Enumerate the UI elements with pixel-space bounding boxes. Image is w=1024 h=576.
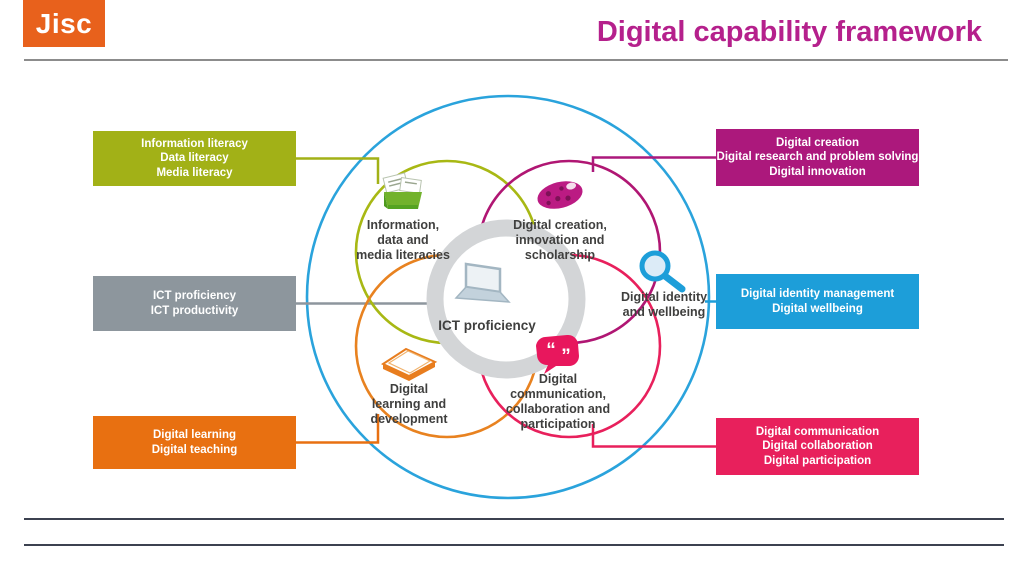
laptop-icon: [454, 262, 511, 303]
connector-creation: [591, 156, 716, 172]
capability-box-learning: Digital learning Digital teaching: [93, 416, 296, 469]
jisc-logo: Jisc: [23, 0, 105, 47]
footer-line-bottom: [24, 544, 1004, 546]
bubble-close-quote: ”: [561, 346, 571, 367]
box-line: Digital creation: [775, 136, 860, 149]
info-label-line: media literacies: [356, 248, 450, 262]
box-line: Digital communication: [755, 425, 880, 438]
page-title: Digital capability framework: [596, 16, 982, 48]
box-line: ICT productivity: [150, 304, 239, 317]
creation-label-line: innovation and: [516, 233, 605, 247]
box-line: Data literacy: [160, 152, 229, 165]
connector-literacies: [296, 157, 380, 184]
magnifying-glass-icon: [639, 250, 686, 293]
identity-label-line: and wellbeing: [623, 305, 706, 319]
connector-communication: [591, 424, 716, 448]
learning-label-line: learning and: [372, 397, 446, 411]
connector-learning: [296, 414, 380, 444]
box-line: Digital identity management: [740, 288, 895, 300]
box-line: Digital teaching: [151, 443, 238, 456]
book-icon: [380, 347, 438, 381]
communication-label-line: participation: [520, 417, 595, 431]
footer-line-top: [24, 518, 1004, 520]
creation-label-line: scholarship: [525, 248, 596, 262]
communication-label-line: communication,: [510, 387, 606, 401]
capability-box-creation: Digital creation Digital research and pr…: [716, 129, 919, 186]
box-line: Digital research and problem solving: [716, 151, 919, 164]
creation-label-line: Digital creation,: [513, 218, 607, 232]
communication-label-line: Digital: [539, 372, 577, 386]
paint-palette-icon: [537, 181, 583, 209]
box-line: Digital learning: [152, 429, 237, 441]
identity-label-line: Digital identity: [621, 290, 707, 304]
box-line: Digital collaboration: [762, 440, 873, 453]
learning-label-line: development: [370, 412, 448, 426]
speech-bubble-icon: “ ”: [536, 334, 579, 374]
capability-box-literacies: Information literacy Data literacy Media…: [93, 131, 296, 186]
info-label-line: data and: [377, 233, 428, 247]
bubble-open-quote: “: [546, 340, 556, 361]
center-label: ICT proficiency: [438, 318, 536, 333]
box-line: Information literacy: [141, 137, 248, 150]
outer-circle: [305, 94, 711, 500]
box-line: Digital participation: [763, 454, 872, 467]
capability-box-ict: ICT proficiency ICT productivity: [93, 276, 296, 331]
capability-box-identity: Digital identity management Digital well…: [716, 274, 919, 329]
box-line: Digital innovation: [769, 165, 866, 178]
header-divider: [24, 59, 1008, 61]
capability-box-communication: Digital communication Digital collaborat…: [716, 418, 919, 475]
communication-label-line: collaboration and: [506, 402, 610, 416]
info-label-line: Information,: [367, 218, 439, 232]
learning-label-line: Digital: [390, 382, 428, 396]
box-line: ICT proficiency: [152, 290, 237, 302]
box-line: Media literacy: [156, 166, 233, 179]
box-line: Digital wellbeing: [772, 302, 863, 315]
inbox-documents-icon: [382, 172, 422, 209]
